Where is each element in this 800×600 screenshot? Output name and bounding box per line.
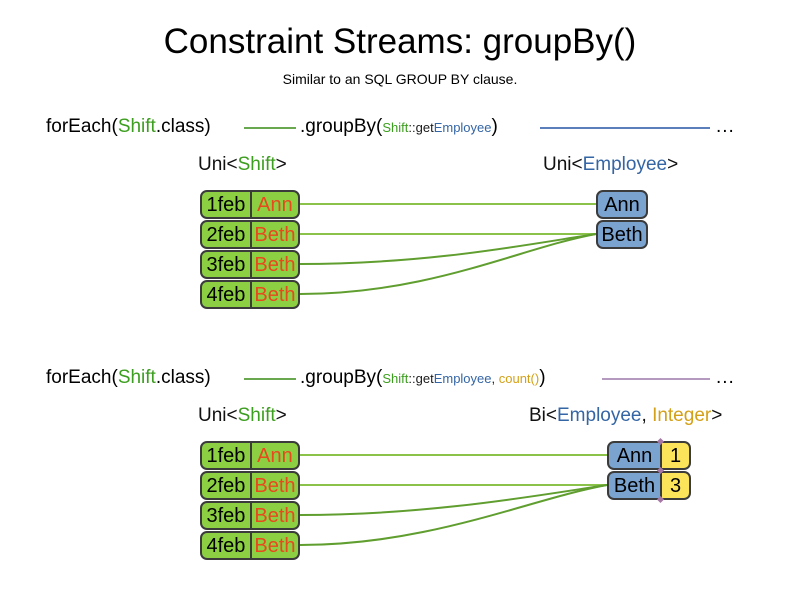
shift-date: 1feb	[202, 443, 252, 468]
page-subtitle: Similar to an SQL GROUP BY clause.	[282, 71, 518, 87]
employee-group-row[interactable]: Ann	[596, 190, 648, 219]
ellipsis-1: ...	[716, 116, 735, 137]
shift-row[interactable]: 2feb Beth	[200, 220, 300, 249]
left-type-suffix: >	[275, 154, 287, 175]
code-groupby-section-1: .groupBy(Shift::getEmployee)	[300, 114, 498, 140]
mapper-separator: ::get	[408, 120, 434, 135]
shift-date: 3feb	[202, 503, 252, 528]
left-type-suffix: >	[275, 405, 287, 426]
shift-date: 2feb	[202, 222, 252, 247]
shift-employee: Beth	[254, 283, 296, 306]
shift-row[interactable]: 3feb Beth	[200, 501, 300, 530]
for-each-suffix: .class)	[155, 116, 211, 137]
shift-row[interactable]: 4feb Beth	[200, 531, 300, 560]
group-by-close: )	[491, 116, 498, 137]
left-type-name: Shift	[237, 154, 276, 175]
employee-name: Ann	[607, 441, 661, 470]
right-type-separator: ,	[641, 405, 653, 426]
mapper-class: Shift	[382, 371, 409, 386]
employee-count-row[interactable]: Beth 3	[607, 471, 691, 500]
shift-employee: Beth	[254, 223, 296, 246]
collector-count: count()	[498, 371, 540, 386]
right-type-name-2: Integer	[652, 405, 712, 426]
code-line-section-2: forEach(Shift.class)	[46, 365, 211, 391]
right-type-prefix: Bi<	[529, 405, 557, 426]
shift-employee: Beth	[254, 504, 296, 527]
employee-group-row[interactable]: Beth	[596, 220, 648, 249]
code-line-section-1: forEach(Shift.class)	[46, 114, 211, 140]
for-each-suffix: .class)	[155, 367, 211, 388]
right-type-label-2: Bi<Employee, Integer>	[529, 404, 722, 428]
employee-count: 1	[661, 441, 691, 470]
code-groupby-section-2: .groupBy(Shift::getEmployee, count())	[300, 365, 546, 391]
page-title: Constraint Streams: groupBy()	[163, 22, 637, 61]
link-foreach-groupby-1	[244, 127, 296, 129]
link-groupby-next-2	[602, 378, 710, 380]
for-each-prefix: forEach(	[46, 367, 118, 388]
employee-count: 3	[661, 471, 691, 500]
for-each-type: Shift	[117, 367, 156, 388]
left-type-name: Shift	[237, 405, 276, 426]
group-by-call: .groupBy(	[300, 367, 383, 388]
for-each-prefix: forEach(	[46, 116, 118, 137]
left-type-label-1: Uni<Shift>	[198, 153, 287, 177]
ellipsis-2: ...	[716, 367, 735, 388]
shift-row[interactable]: 3feb Beth	[200, 250, 300, 279]
shift-date: 3feb	[202, 252, 252, 277]
shift-employee: Beth	[254, 534, 296, 557]
right-type-suffix: >	[711, 405, 723, 426]
shift-row[interactable]: 2feb Beth	[200, 471, 300, 500]
mapper-property: Employee	[433, 120, 492, 135]
right-type-name: Employee	[582, 154, 668, 175]
link-groupby-next-1	[540, 127, 710, 129]
mapper-separator: ::get	[408, 371, 434, 386]
employee-name: Beth	[601, 223, 643, 246]
mapper-comma: ,	[491, 371, 499, 386]
right-type-label-1: Uni<Employee>	[543, 153, 678, 177]
employee-count-row[interactable]: Ann 1	[607, 441, 691, 470]
right-type-prefix: Uni<	[543, 154, 583, 175]
shift-date: 4feb	[202, 282, 252, 307]
right-type-suffix: >	[667, 154, 679, 175]
shift-date: 1feb	[202, 192, 252, 217]
links-section-1	[299, 203, 597, 295]
shift-employee: Ann	[257, 444, 293, 467]
left-type-prefix: Uni<	[198, 154, 238, 175]
links-section-2	[299, 454, 608, 546]
left-type-label-2: Uni<Shift>	[198, 404, 287, 428]
group-by-call: .groupBy(	[300, 116, 383, 137]
shift-row[interactable]: 1feb Ann	[200, 441, 300, 470]
shift-date: 2feb	[202, 473, 252, 498]
shift-employee: Beth	[254, 253, 296, 276]
for-each-type: Shift	[117, 116, 156, 137]
shift-row[interactable]: 4feb Beth	[200, 280, 300, 309]
shift-employee: Beth	[254, 474, 296, 497]
right-type-name: Employee	[557, 405, 642, 426]
group-by-close: )	[539, 367, 546, 388]
link-foreach-groupby-2	[244, 378, 296, 380]
employee-name: Ann	[604, 193, 640, 216]
mapper-property: Employee	[433, 371, 492, 386]
mapper-class: Shift	[382, 120, 409, 135]
employee-name: Beth	[607, 471, 661, 500]
shift-employee: Ann	[257, 193, 293, 216]
shift-date: 4feb	[202, 533, 252, 558]
left-type-prefix: Uni<	[198, 405, 238, 426]
shift-row[interactable]: 1feb Ann	[200, 190, 300, 219]
